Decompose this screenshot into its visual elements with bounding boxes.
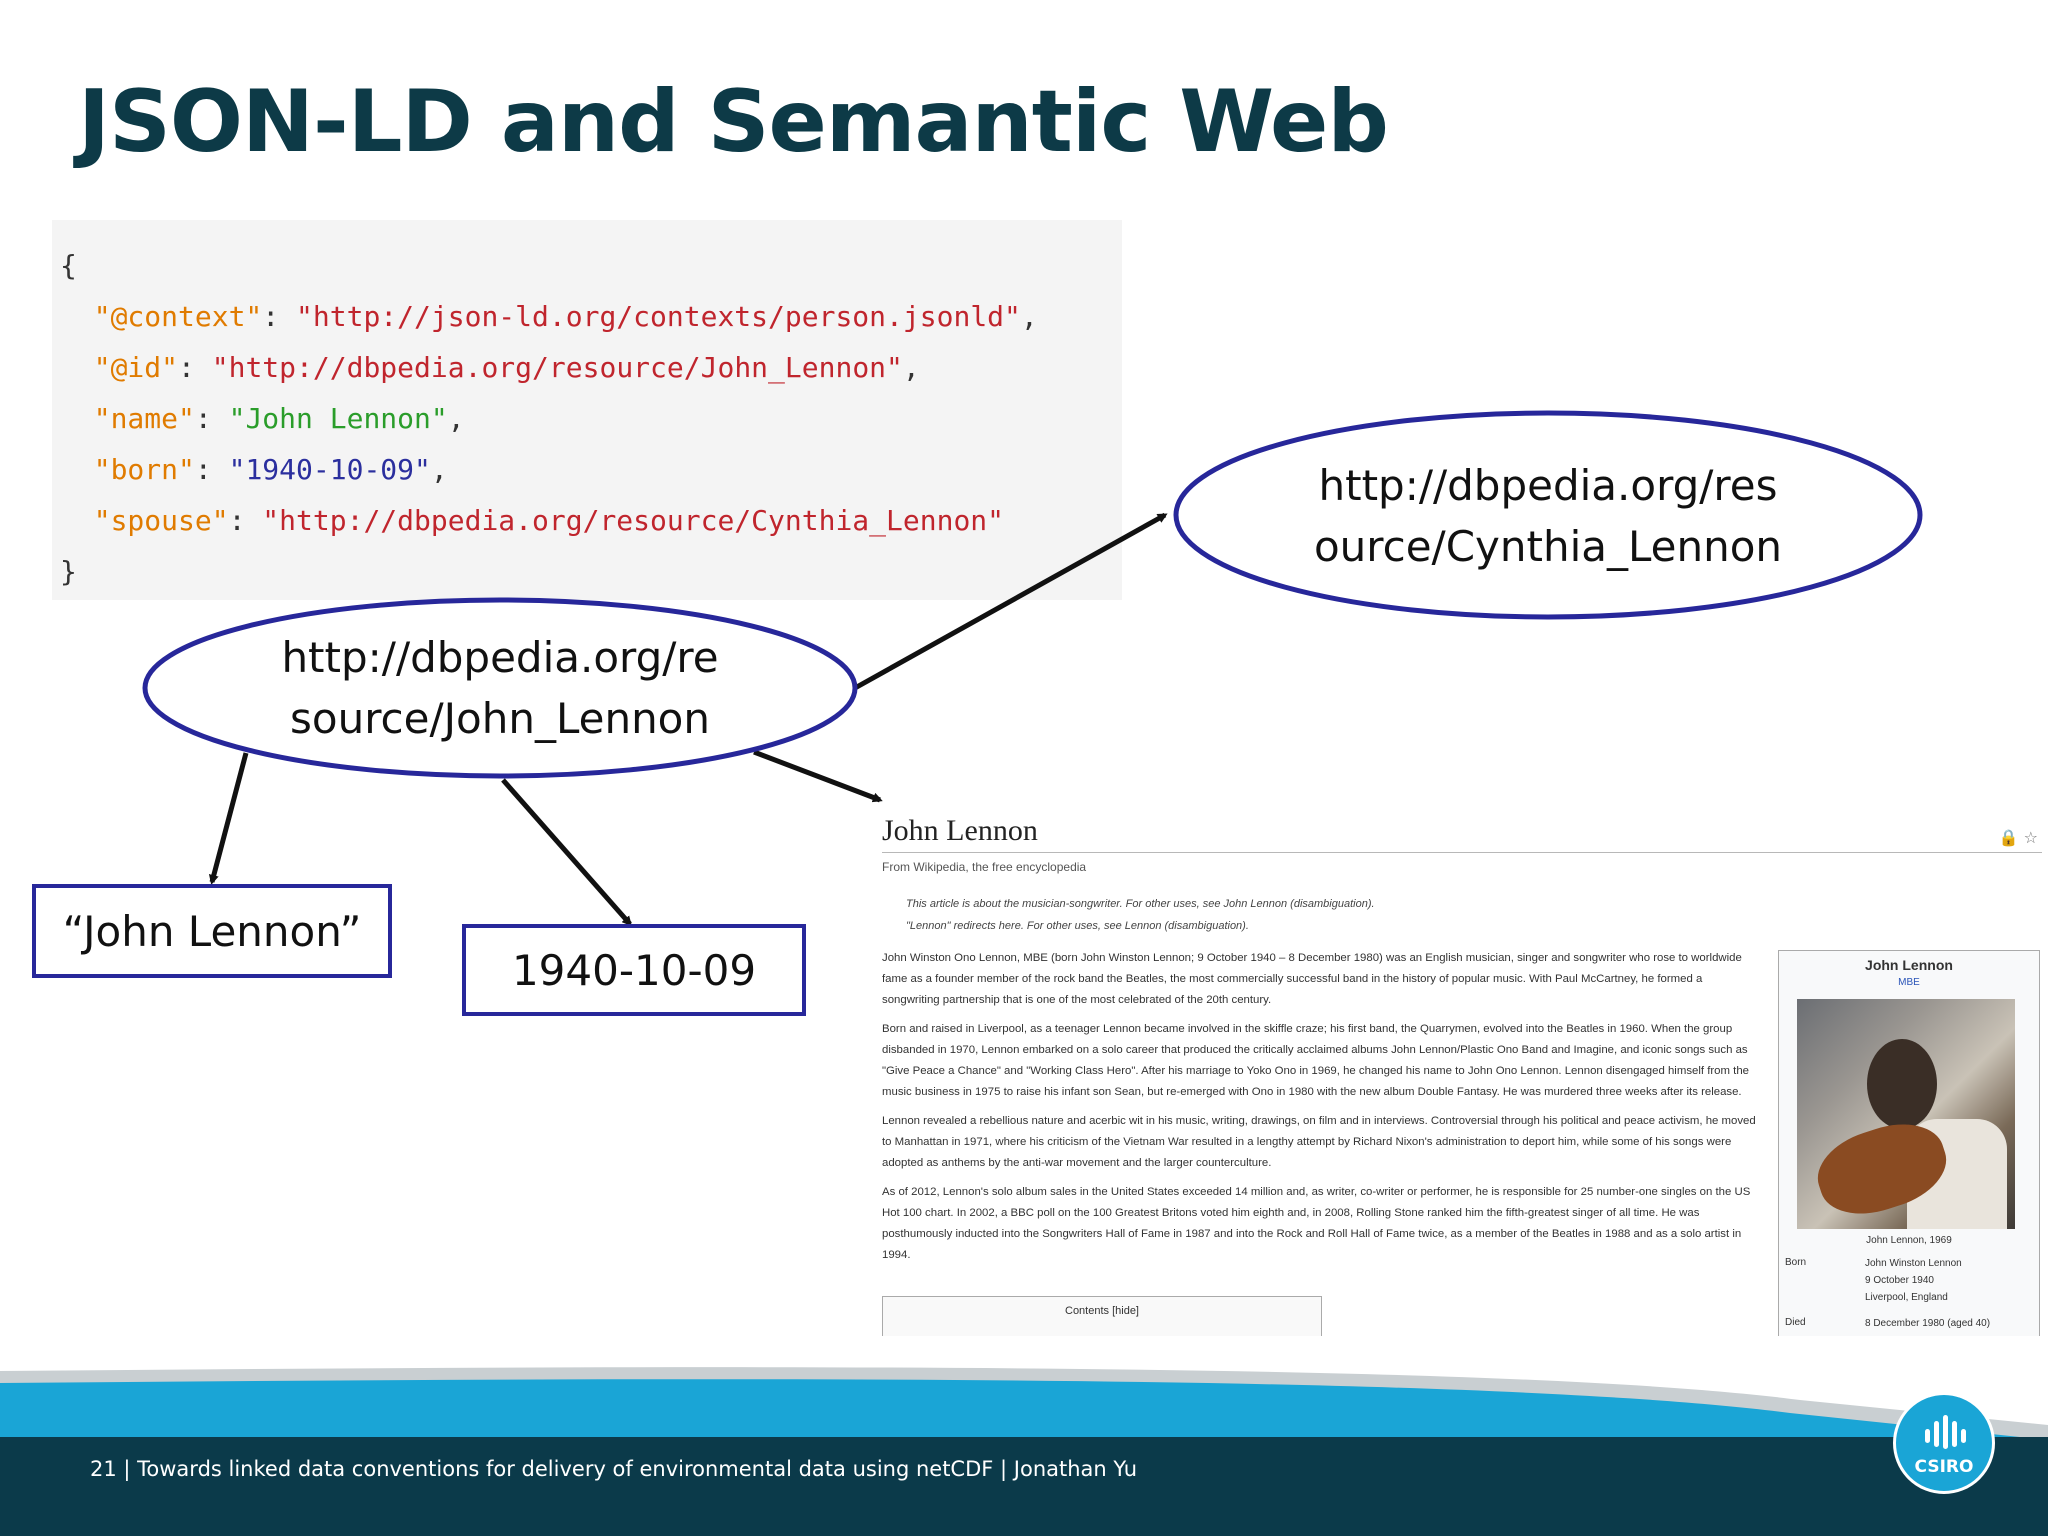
wiki-subtitle: From Wikipedia, the free encyclopedia: [882, 860, 1087, 874]
john-lennon-photo: [1797, 999, 2015, 1229]
code-value: "http://dbpedia.org/resource/Cynthia_Len…: [262, 504, 1005, 537]
code-value: "John Lennon": [228, 402, 448, 435]
slide-title: JSON-LD and Semantic Web: [78, 72, 1389, 172]
arrow-to-spouse: [853, 512, 1168, 691]
subject-label-line: source/John_Lennon: [290, 694, 710, 743]
infobox-died-label: Died: [1785, 1317, 1806, 1328]
infobox-title: John Lennon: [1865, 957, 1953, 973]
wiki-hatnote: "Lennon" redirects here. For other uses,…: [906, 920, 1249, 932]
wiki-paragraph: Born and raised in Liverpool, as a teena…: [882, 1023, 1749, 1098]
code-key: "name": [93, 402, 195, 435]
spouse-node-label: http://dbpedia.org/res ource/Cynthia_Len…: [1248, 455, 1848, 577]
code-end: ,: [902, 351, 920, 384]
wiki-paragraph: As of 2012, Lennon's solo album sales in…: [882, 1186, 1751, 1261]
code-sep: :: [228, 504, 263, 537]
wiki-contents-box: Contents [hide]: [882, 1296, 1322, 1336]
footer-band: [0, 1365, 2048, 1536]
code-sep: :: [194, 453, 229, 486]
arrow-to-name: [208, 752, 249, 885]
spouse-node-ellipse: [1173, 410, 1923, 620]
infobox-born-label: Born: [1785, 1257, 1807, 1268]
code-key: "spouse": [93, 504, 229, 537]
code-line-name: "name": "John Lennon",: [60, 393, 1122, 444]
subject-node-label: http://dbpedia.org/re source/John_Lennon: [200, 627, 800, 749]
json-ld-code-block: { "@context": "http://json-ld.org/contex…: [52, 220, 1122, 600]
code-sep: :: [262, 300, 297, 333]
code-line-id: "@id": "http://dbpedia.org/resource/John…: [60, 342, 1122, 393]
code-line-spouse: "spouse": "http://dbpedia.org/resource/C…: [60, 495, 1122, 546]
code-key: "@id": [93, 351, 179, 384]
wiki-hatnote: This article is about the musician-songw…: [906, 898, 1375, 910]
arrow-to-born: [501, 778, 632, 927]
infobox-mbe: MBE: [1898, 977, 1920, 988]
wiki-title: John Lennon: [882, 814, 1038, 847]
name-literal-box: “John Lennon”: [32, 884, 392, 978]
code-value: "http://dbpedia.org/resource/John_Lennon…: [211, 351, 903, 384]
wiki-infobox: John Lennon MBE John Lennon, 1969 Born J…: [1778, 950, 2040, 1336]
code-end: ,: [1020, 300, 1038, 333]
csiro-logo: CSIRO: [1893, 1392, 1995, 1494]
subject-label-line: http://dbpedia.org/re: [281, 633, 719, 682]
code-value: "1940-10-09": [228, 453, 431, 486]
code-value: "http://json-ld.org/contexts/person.json…: [296, 300, 1021, 333]
wiki-lock-star-icon: 🔒 ☆: [1998, 828, 2038, 847]
code-line-context: "@context": "http://json-ld.org/contexts…: [60, 291, 1122, 342]
wiki-article-body: John Winston Ono Lennon, MBE (born John …: [882, 948, 1762, 1274]
code-sep: :: [194, 402, 229, 435]
code-end: ,: [430, 453, 448, 486]
born-literal-box: 1940-10-09: [462, 924, 806, 1016]
infobox-born-value: John Winston Lennon 9 October 1940 Liver…: [1865, 1258, 1962, 1303]
wiki-paragraph: Lennon revealed a rebellious nature and …: [882, 1115, 1756, 1169]
arrow-to-wikipedia: [753, 749, 883, 803]
wikipedia-screenshot: John Lennon 🔒 ☆ From Wikipedia, the free…: [858, 800, 2048, 1336]
code-key: "born": [93, 453, 195, 486]
wiki-paragraph: John Winston Ono Lennon, MBE (born John …: [882, 952, 1742, 1006]
csiro-logo-text: CSIRO: [1914, 1457, 1974, 1477]
code-open-brace: {: [60, 249, 77, 282]
code-key: "@context": [93, 300, 263, 333]
code-sep: :: [178, 351, 212, 384]
infobox-caption: John Lennon, 1969: [1866, 1235, 1952, 1246]
csiro-logo-icon: [1925, 1415, 1966, 1449]
wiki-divider: [882, 852, 2042, 853]
spouse-label-line: http://dbpedia.org/res: [1318, 461, 1778, 510]
footer-text: 21 | Towards linked data conventions for…: [90, 1457, 1138, 1481]
spouse-label-line: ource/Cynthia_Lennon: [1313, 522, 1783, 571]
subject-node-ellipse: [142, 597, 858, 779]
code-close-brace: }: [60, 555, 77, 588]
infobox-died-value: 8 December 1980 (aged 40): [1865, 1318, 1991, 1329]
code-line-born: "born": "1940-10-09",: [60, 444, 1122, 495]
code-end: ,: [447, 402, 465, 435]
